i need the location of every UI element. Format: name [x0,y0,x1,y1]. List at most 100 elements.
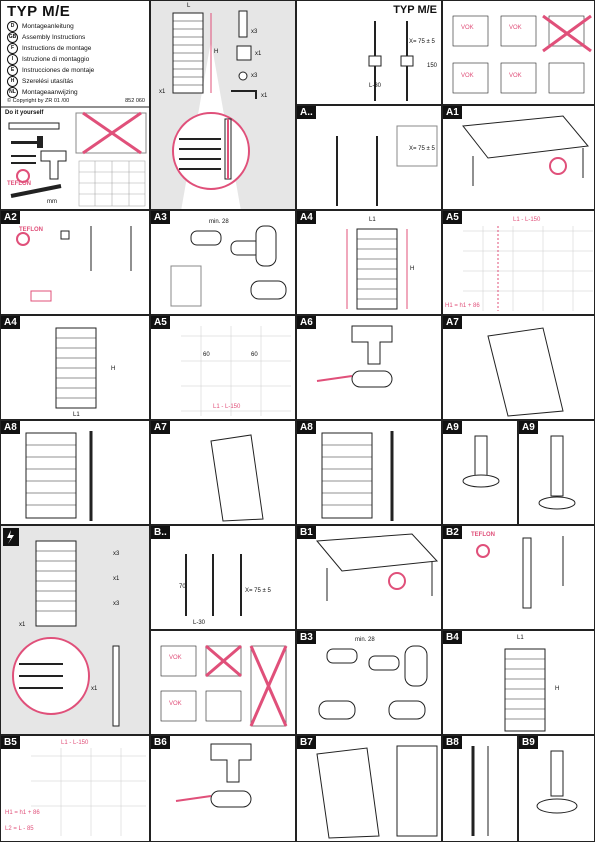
electric-radiator-overview [3,528,120,727]
dim-H: H [111,366,116,372]
qty-label: x3 [251,73,258,79]
drilling-illustration [316,325,393,388]
panel-a6: A6 [296,315,442,420]
panel-a4-b: A4 H L1 [0,315,150,420]
qty-label: x1 [159,89,166,95]
panel-a3: A3 min. 28 [150,210,296,315]
panel-a7-b: A7 [150,420,296,525]
vok-label: VOK [169,701,182,707]
dim-L1: L1 [369,217,376,223]
connection-panel: TYP M/E L-30 X= 75 ± 5 150 [296,0,442,105]
fitting-assembly [170,225,287,307]
step-label: B.. [151,526,170,539]
dim-l30: L-30 [193,620,206,626]
dim-min28: min. 28 [209,219,229,225]
panel-b6: B6 [150,735,296,842]
qty-label: x3 [251,29,258,35]
step-label: A7 [443,316,462,329]
dim-l150: L1 - L-150 [61,740,89,746]
panel-b4: B4 L1 H [442,630,595,735]
radiator-mounted [471,746,489,836]
qty-label: x1 [255,51,262,57]
panel-a7: A7 [442,315,595,420]
dim-h1: H1 = h1 + 86 [445,303,480,309]
teflon-label: TEFLON [471,532,495,538]
dim-70: 70 [179,584,186,590]
panel-b1: B1 [296,525,442,630]
qty-label: x1 [261,93,268,99]
radiator-mounted [25,431,93,521]
vok-label: VOK [461,25,474,31]
dim-x75: X= 75 ± 5 [245,588,271,594]
dim-H: H [214,49,219,55]
radiator-on-table [315,533,439,601]
fitting-assembly [318,645,428,720]
panel-a-dots: A.. X= 75 ± 5 [296,105,442,210]
vok-illustration [452,14,592,94]
document-title: TYP M/E [7,3,71,20]
electric-overview-panel: x1 x3 x1 x3 x1 [0,525,150,735]
qty-label: x1 [91,686,98,692]
mount-radiator [487,327,564,417]
vok-panel-b: VOK VOK [150,630,296,735]
dim-H: H [410,266,415,272]
step-label: A2 [1,211,20,224]
dim-l150: L1 - L-150 [513,217,541,223]
panel-a5-b: A5 60 60 L1 - L-150 [150,315,296,420]
dim-L1: L1 [517,635,524,641]
wall-marking-grid [31,748,146,836]
step-label: A9 [519,421,538,434]
panel-a5: A5 L1 - L-150 H1 = h1 + 86 [442,210,595,315]
panel-a4: A4 L1 H [296,210,442,315]
valve-assembly [476,536,564,609]
step-label: A4 [1,316,20,329]
pipe-connection [336,125,438,206]
dim-x75: X= 75 ± 5 [409,39,435,45]
step-label: B7 [297,736,316,749]
vok-illustration [160,644,288,727]
step-label: A1 [443,106,462,119]
dim-L: L [187,3,191,9]
dim-min28: min. 28 [355,637,375,643]
pipe-connection [185,554,242,616]
qty-label: x3 [113,601,120,607]
panel-b3: B3 min. 28 [296,630,442,735]
teflon-label: TEFLON [7,181,31,187]
step-label: B8 [443,736,462,749]
dim-h1: H1 = h1 + 86 [5,810,40,816]
type-label: TYP M/E [393,4,437,16]
dim-l150: L1 - L-150 [213,404,241,410]
step-label: B1 [297,526,316,539]
radiator-dimensions [346,228,408,310]
step-label: A3 [151,211,170,224]
panel-b8: B8 [442,735,518,842]
step-label: B4 [443,631,462,644]
radiator-dimensions [55,327,97,409]
diy-label: Do it yourself [5,110,44,116]
qty-label: x1 [113,576,120,582]
step-label: A5 [443,211,462,224]
radiator-mounted [321,431,394,521]
mount-radiator [210,434,264,522]
step-label: A9 [443,421,462,434]
radiator-overview [151,1,295,209]
valve-cap [538,435,576,510]
panel-b9: B9 [518,735,595,842]
vok-label: VOK [509,73,522,79]
step-label: B2 [443,526,462,539]
vok-label: VOK [461,73,474,79]
dim-l2: L2 = L - 85 [5,826,34,832]
panel-b2: B2 TEFLON [442,525,595,630]
step-label: A4 [297,211,316,224]
qty-label: x1 [19,622,26,628]
valve-cap [536,750,578,814]
qty-label: x3 [113,551,120,557]
panel-a8: A8 [0,420,150,525]
step-label: A6 [297,316,316,329]
step-label: A.. [297,106,316,119]
